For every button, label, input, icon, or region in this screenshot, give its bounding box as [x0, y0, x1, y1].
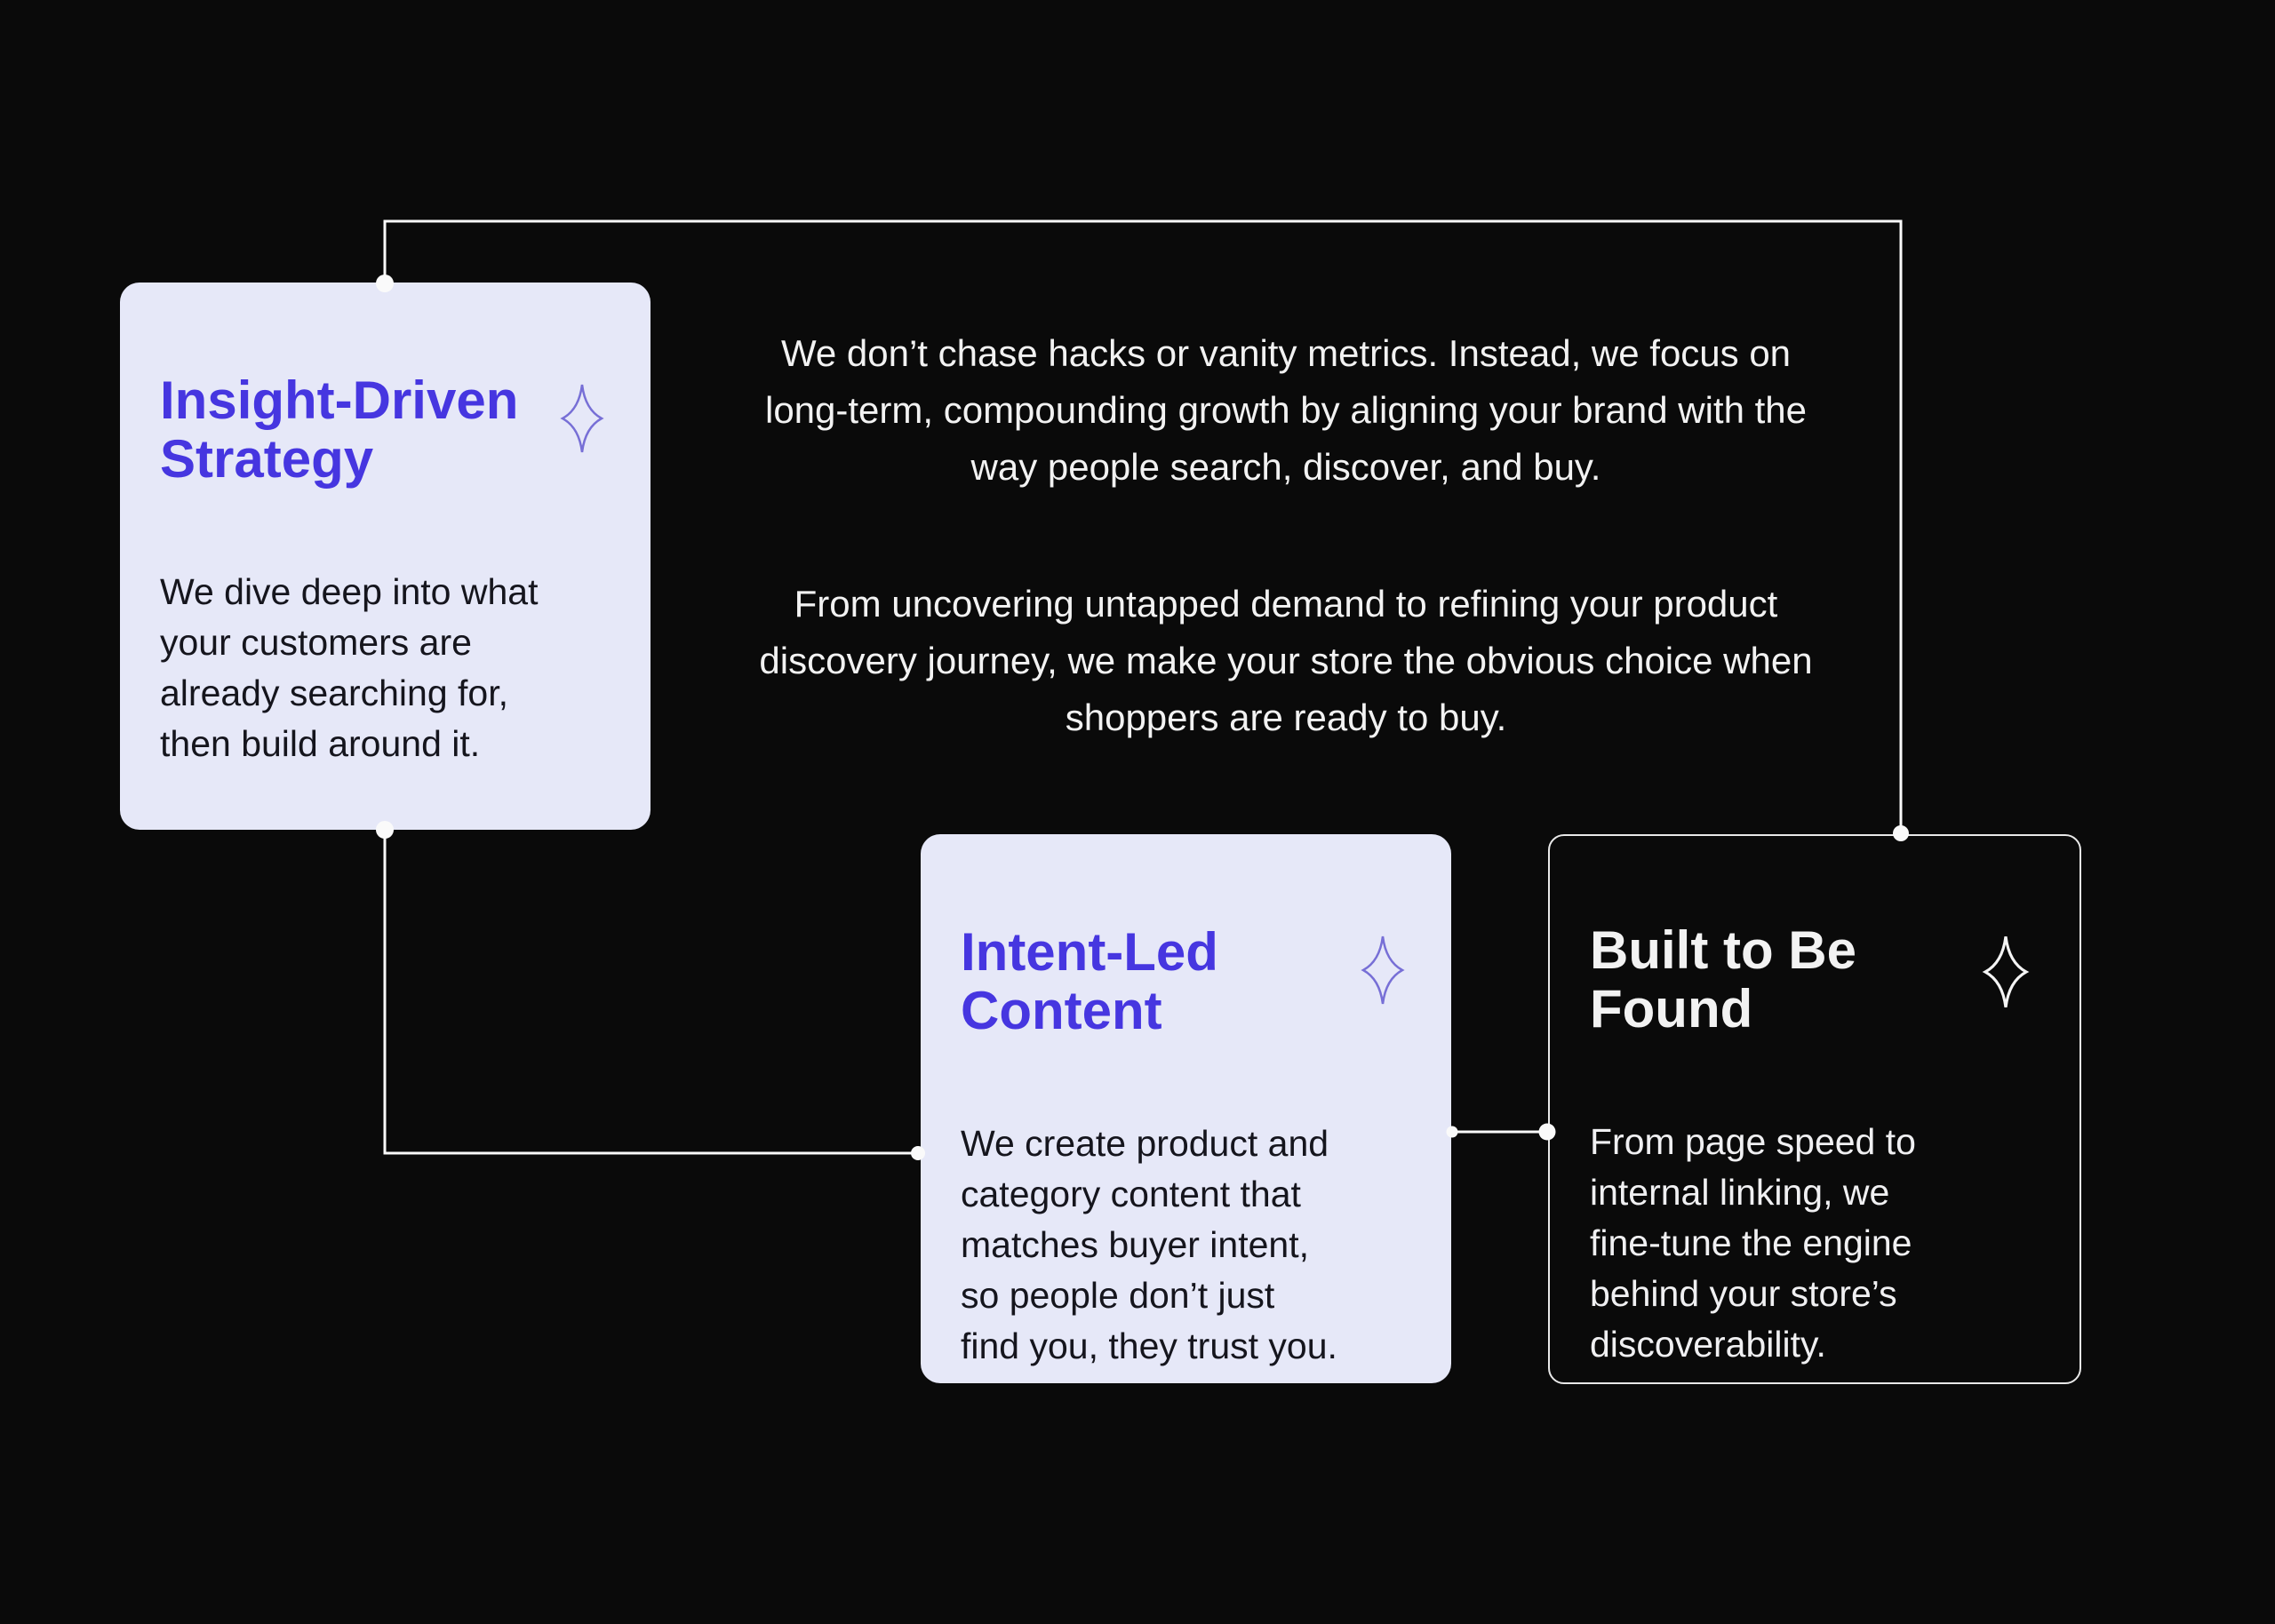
card-body-line: We dive deep into what [160, 571, 539, 612]
card-body-line: discoverability. [1590, 1324, 1826, 1365]
intro-paragraph-2-line: shoppers are ready to buy. [1065, 697, 1507, 738]
card-title: Insight-Driven Strategy [160, 371, 518, 489]
intro-paragraph-2: From uncovering untapped demand to refin… [655, 576, 1917, 746]
card-body-line: then build around it. [160, 723, 481, 764]
intro-text-block: We don’t chase hacks or vanity metrics. … [655, 325, 1917, 746]
card-body-line: find you, they trust you. [961, 1325, 1337, 1366]
card-title-line: Content [961, 981, 1162, 1040]
card-body-line: your customers are [160, 622, 472, 663]
card-title: Intent-Led Content [961, 923, 1218, 1040]
sparkle-icon [1361, 935, 1405, 1005]
card-title-line: Built to Be [1590, 920, 1856, 980]
card-body-line: category content that [961, 1174, 1301, 1214]
card-body: We create product and category content t… [961, 1118, 1337, 1372]
card-body-line: behind your store’s [1590, 1273, 1897, 1314]
sparkle-icon [1982, 935, 2030, 1008]
card-intent-led-content: Intent-Led Content We create product and… [921, 834, 1451, 1383]
card-body-line: already searching for, [160, 673, 509, 713]
intro-paragraph-1-line: long-term, compounding growth by alignin… [764, 389, 1807, 431]
intro-paragraph-2-line: From uncovering untapped demand to refin… [794, 583, 1778, 625]
card-body-line: fine-tune the engine [1590, 1222, 1912, 1263]
connector-line [383, 827, 920, 1155]
card-title-line: Intent-Led [961, 922, 1218, 982]
card-body: We dive deep into what your customers ar… [160, 567, 538, 769]
sparkle-icon [560, 384, 604, 453]
card-title-line: Insight-Driven [160, 370, 519, 430]
intro-paragraph-1-line: way people search, discover, and buy. [970, 446, 1601, 488]
card-body-line: internal linking, we [1590, 1172, 1890, 1213]
card-title-line: Found [1590, 979, 1753, 1039]
intro-paragraph-1: We don’t chase hacks or vanity metrics. … [655, 325, 1917, 496]
intro-paragraph-1-line: We don’t chase hacks or vanity metrics. … [780, 332, 1792, 374]
card-insight-driven-strategy: Insight-Driven Strategy We dive deep int… [120, 283, 651, 830]
card-title-line: Strategy [160, 429, 374, 489]
card-body-line: matches buyer intent, [961, 1224, 1309, 1265]
card-body-line: so people don’t just [961, 1275, 1275, 1316]
card-body-line: We create product and [961, 1123, 1329, 1164]
card-title: Built to Be Found [1590, 921, 1856, 1039]
card-body-line: From page speed to [1590, 1121, 1916, 1162]
card-built-to-be-found: Built to Be Found From page speed to int… [1548, 834, 2081, 1384]
card-body: From page speed to internal linking, we … [1590, 1117, 1916, 1370]
intro-paragraph-2-line: discovery journey, we make your store th… [759, 640, 1813, 681]
